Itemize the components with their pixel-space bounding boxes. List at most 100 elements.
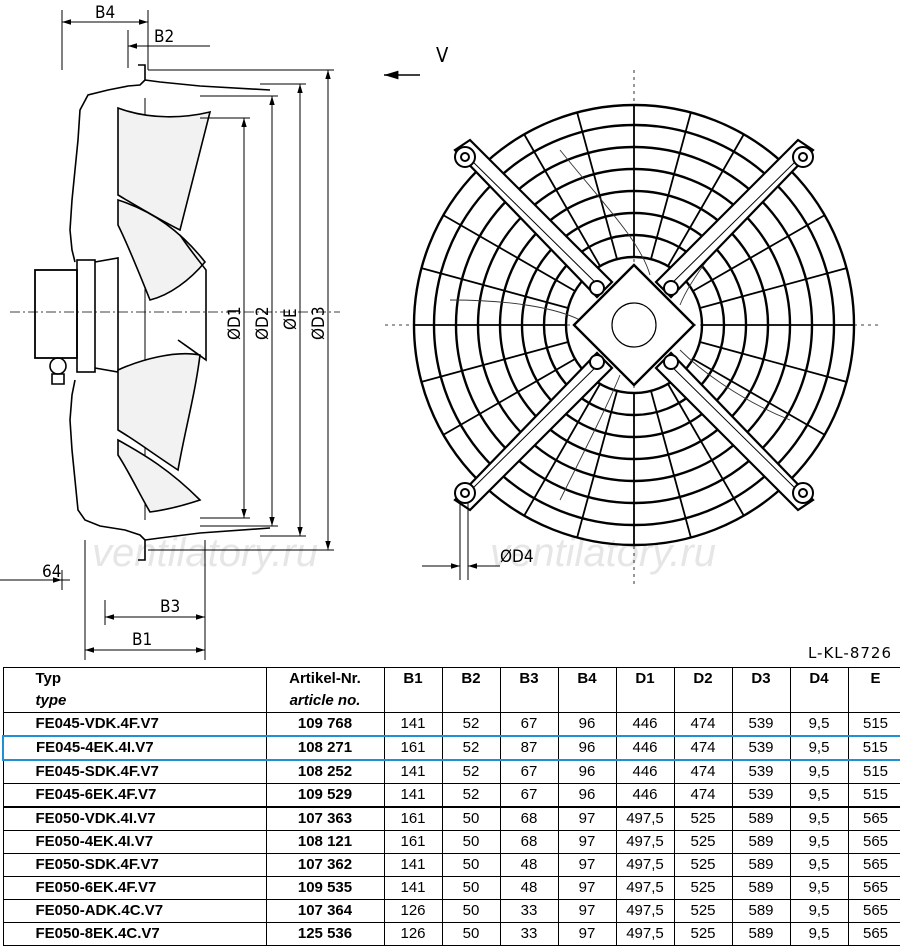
technical-drawing: ventilatory.ru ventilatory.ru ØD1 ØD2 ØE [0, 3, 880, 660]
cell-d2: 474 [673, 759, 733, 784]
cell-e: 515 [847, 712, 900, 737]
cell-b4: 97 [557, 806, 617, 831]
cell-d1: 497,5 [615, 922, 675, 946]
cell-e: 515 [847, 783, 900, 808]
label-view-v: V [436, 43, 449, 67]
cell-type: FE045-4EK.4I.V7 [2, 735, 267, 761]
cell-d3: 539 [731, 735, 791, 761]
cell-b2: 52 [441, 735, 501, 761]
cell-b3: 68 [499, 806, 559, 831]
cell-d3: 589 [731, 899, 791, 923]
cell-type: FE045-VDK.4F.V7 [2, 712, 267, 737]
cell-b3: 33 [499, 922, 559, 946]
cell-type: FE050-ADK.4C.V7 [2, 899, 267, 923]
cell-d2: 525 [673, 806, 733, 831]
cell-d1: 497,5 [615, 899, 675, 923]
cell-d3: 589 [731, 853, 791, 877]
label-d3: ØD3 [309, 306, 329, 340]
cell-article: 107 363 [265, 806, 385, 831]
header-type-label: type [35, 692, 67, 709]
header-b2: B2 [441, 667, 501, 713]
label-d2: ØD2 [253, 306, 273, 340]
cell-d4: 9,5 [789, 783, 849, 808]
cell-b3: 67 [499, 783, 559, 808]
cell-b4: 97 [557, 899, 617, 923]
cell-d1: 497,5 [615, 876, 675, 900]
cell-b2: 50 [441, 806, 501, 831]
cell-b3: 48 [499, 853, 559, 877]
cell-d3: 589 [731, 830, 791, 854]
watermark-right: ventilatory.ru [490, 531, 716, 575]
cell-b1: 161 [383, 735, 443, 761]
cell-e: 565 [847, 922, 900, 946]
cell-b2: 50 [441, 922, 501, 946]
cell-d1: 446 [615, 735, 675, 761]
cell-b2: 52 [441, 783, 501, 808]
header-article-sub: article no. [289, 692, 361, 709]
label-b4: B4 [95, 3, 115, 23]
header-typ-label: Typ [35, 670, 62, 687]
cell-b1: 141 [383, 783, 443, 808]
cell-b1: 126 [383, 899, 443, 923]
cell-d2: 525 [673, 853, 733, 877]
cell-d3: 589 [731, 876, 791, 900]
cell-b1: 141 [383, 853, 443, 877]
cell-d4: 9,5 [789, 806, 849, 831]
header-b4: B4 [557, 667, 617, 713]
cell-d2: 525 [673, 876, 733, 900]
label-d4: ØD4 [500, 547, 534, 567]
header-d1: D1 [615, 667, 675, 713]
header-e: E [847, 667, 900, 713]
cell-d4: 9,5 [789, 712, 849, 737]
cell-b1: 161 [383, 806, 443, 831]
cell-d4: 9,5 [789, 899, 849, 923]
cell-d1: 497,5 [615, 830, 675, 854]
label-d1: ØD1 [225, 306, 245, 340]
header-d4: D4 [789, 667, 849, 713]
cell-b4: 96 [557, 759, 617, 784]
cell-d2: 474 [673, 712, 733, 737]
cell-article: 107 364 [265, 899, 385, 923]
header-typ: Typ type [2, 667, 267, 713]
cell-article: 109 535 [265, 876, 385, 900]
cell-d2: 525 [673, 830, 733, 854]
cell-b3: 87 [499, 735, 559, 761]
cell-d2: 525 [673, 922, 733, 946]
header-article-label: Artikel-Nr. [289, 670, 361, 687]
cell-b1: 141 [383, 876, 443, 900]
cell-article: 108 121 [265, 830, 385, 854]
cell-b1: 161 [383, 830, 443, 854]
cell-b1: 141 [383, 759, 443, 784]
cell-d3: 539 [731, 712, 791, 737]
horizontal-dims [0, 10, 210, 660]
cell-type: FE050-4EK.4I.V7 [2, 830, 267, 854]
cell-d3: 539 [731, 783, 791, 808]
cell-b3: 67 [499, 759, 559, 784]
cell-d2: 474 [673, 783, 733, 808]
cell-b1: 141 [383, 712, 443, 737]
cell-e: 565 [847, 853, 900, 877]
cell-d1: 497,5 [615, 853, 675, 877]
cell-d4: 9,5 [789, 876, 849, 900]
cell-b2: 50 [441, 830, 501, 854]
cell-article: 109 768 [265, 712, 385, 737]
side-view [34, 64, 271, 561]
cell-b4: 96 [557, 712, 617, 737]
cell-d4: 9,5 [789, 735, 849, 761]
label-b3: B3 [160, 597, 180, 617]
header-b3: B3 [499, 667, 559, 713]
cell-b1: 126 [383, 922, 443, 946]
cell-d4: 9,5 [789, 830, 849, 854]
header-d2: D2 [673, 667, 733, 713]
cell-d2: 474 [673, 735, 733, 761]
table-header-row: Typ type Artikel-Nr. article no. B1 B2 B… [2, 667, 900, 713]
cell-type: FE050-6EK.4F.V7 [2, 876, 267, 900]
cell-b4: 96 [557, 735, 617, 761]
cell-article: 108 271 [265, 735, 385, 761]
